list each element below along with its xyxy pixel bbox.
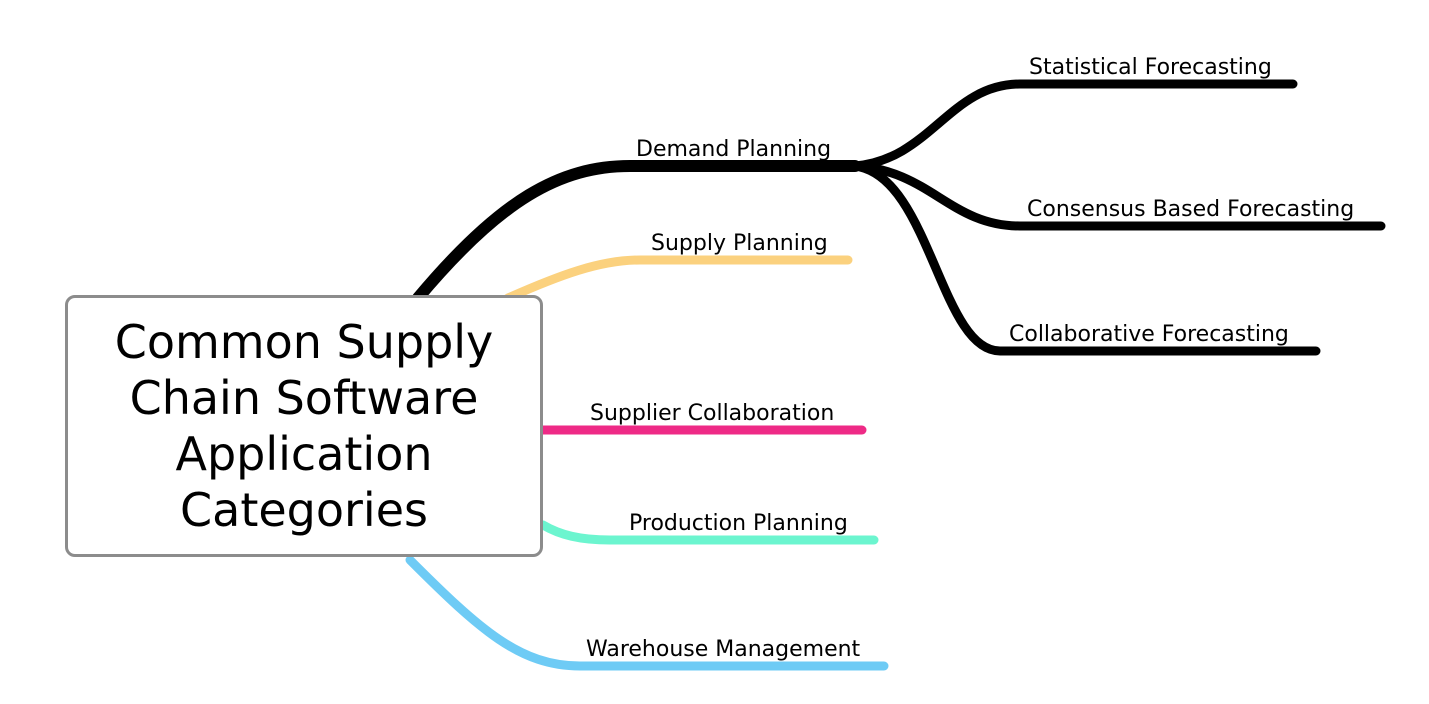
root-title-line: Categories — [180, 483, 428, 537]
root-title-line: Common Supply — [114, 315, 494, 369]
sub-branch-line-statistical-forecasting — [850, 79, 1298, 171]
branch-label-warehouse-management: Warehouse Management — [586, 637, 861, 662]
branch-line-supply-planning — [503, 255, 853, 303]
branch-label-supplier-collaboration: Supplier Collaboration — [590, 401, 834, 426]
sub-branch-line-consensus-based-forecasting — [850, 161, 1386, 231]
branch-line-production-planning — [538, 520, 879, 545]
branch-line-demand-planning — [412, 160, 861, 304]
sub-branch-label-statistical-forecasting: Statistical Forecasting — [1029, 55, 1272, 80]
branch-label-production-planning: Production Planning — [629, 511, 848, 536]
branch-label-demand-planning: Demand Planning — [636, 137, 831, 162]
sub-branch-line-collaborative-forecasting — [850, 161, 1321, 356]
sub-branch-label-consensus-based-forecasting: Consensus Based Forecasting — [1027, 197, 1354, 222]
root-node-title: Common Supply Chain Software Application… — [84, 314, 524, 538]
sub-branch-label-collaborative-forecasting: Collaborative Forecasting — [1009, 322, 1289, 347]
branch-label-supply-planning: Supply Planning — [651, 231, 828, 256]
branch-line-warehouse-management — [405, 555, 889, 671]
root-title-line: Application — [175, 427, 433, 481]
root-title-line: Chain Software — [129, 371, 479, 425]
root-node: Common Supply Chain Software Application… — [65, 295, 543, 557]
